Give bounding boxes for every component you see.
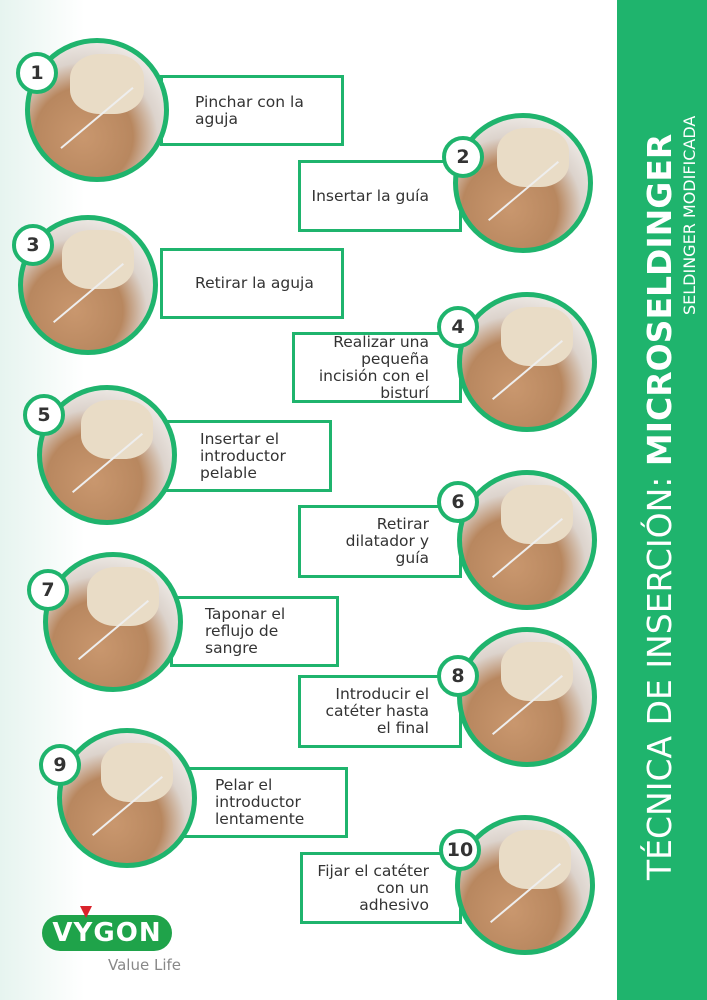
gloved-hand-image [499,830,571,889]
step-number-badge: 3 [12,224,54,266]
gloved-hand-image [101,743,173,802]
step-5-photo [37,385,177,525]
step-text: Taponar el reflujo de sangre [205,605,286,657]
title-main: MICROSELDINGER [640,133,679,467]
step-number-badge: 1 [16,52,58,94]
poster-title: TÉCNICA DE INSERCIÓN: MICROSELDINGER [640,134,679,880]
step-4-label-box: Realizar una pequeña incisión con el bis… [292,332,462,403]
step-1-photo [25,38,169,182]
step-6-photo [457,470,597,610]
step-text: Introducir el catéter hasta el final [325,685,429,737]
step-6-label-box: Retirar dilatador y guía [298,505,462,578]
step-4-photo [457,292,597,432]
gloved-hand-image [497,128,569,187]
step-7-label-box: Taponar el reflujo de sangre [170,596,339,667]
gloved-hand-image [501,642,573,701]
title-prefix: TÉCNICA DE INSERCIÓN: [640,466,679,880]
step-8-photo [457,627,597,767]
step-9-photo [57,728,197,868]
step-8-label-box: Introducir el catéter hasta el final [298,675,462,748]
step-3-label-box: Retirar la aguja [160,248,344,319]
step-number-badge: 10 [439,829,481,871]
step-text: Pelar el introductor lentamente [215,776,305,828]
poster-subtitle: SELDINGER MODIFICADA [680,115,699,315]
logo-triangle-icon [80,906,92,918]
title-banner [617,0,707,1000]
gloved-hand-image [81,400,153,459]
step-number-badge: 4 [437,306,479,348]
step-text: Pinchar con la aguja [195,92,304,128]
step-text: Fijar el catéter con un adhesivo [317,861,429,914]
step-10-photo [455,815,595,955]
gloved-hand-image [501,307,573,366]
step-5-label-box: Insertar el introductor pelable [165,420,332,492]
step-7-photo [43,552,183,692]
brand-tagline: Value Life [108,956,181,974]
step-number-badge: 5 [23,394,65,436]
step-number-badge: 9 [39,744,81,786]
step-text: Insertar el introductor pelable [200,429,286,482]
vygon-logo: VYGON [42,915,172,951]
step-9-label-box: Pelar el introductor lentamente [180,767,348,838]
step-10-label-box: Fijar el catéter con un adhesivo [300,852,462,924]
step-2-photo [453,113,593,253]
step-number-badge: 7 [27,569,69,611]
step-text: Retirar dilatador y guía [345,515,429,567]
gloved-hand-image [62,230,134,289]
step-number-badge: 8 [437,655,479,697]
step-text: Realizar una pequeña incisión con el bis… [318,332,429,402]
step-number-badge: 6 [437,481,479,523]
step-2-label-box: Insertar la guía [298,160,462,232]
step-number-badge: 2 [442,136,484,178]
gloved-hand-image [87,567,159,626]
gloved-hand-image [501,485,573,544]
gloved-hand-image [70,53,144,115]
step-text: Insertar la guía [311,186,429,205]
step-text: Retirar la aguja [195,274,314,292]
step-1-label-box: Pinchar con la aguja [160,75,344,146]
